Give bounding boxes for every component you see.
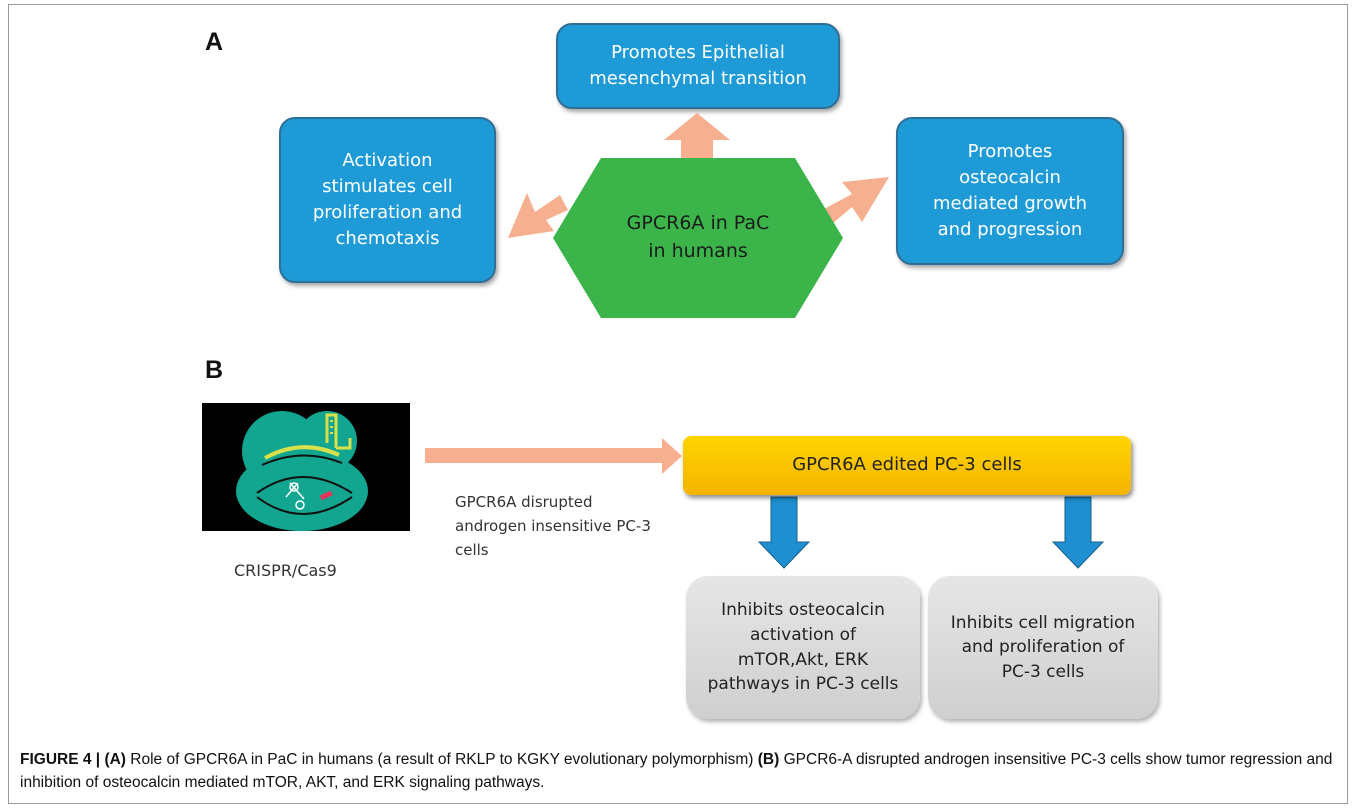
osteocalcin-text: Promotes osteocalcin mediated growth and… (933, 140, 1087, 241)
emt-text: Promotes Epithelial mesenchymal transiti… (589, 41, 807, 89)
arrow-down-left (757, 496, 811, 569)
arrow-left (508, 193, 568, 238)
caption-a-text: Role of GPCR6A in PaC in humans (a resul… (125, 751, 758, 768)
figure-frame (8, 4, 1348, 804)
gpcr6a-hexagon (553, 158, 843, 318)
edited-cells-box: GPCR6A edited PC-3 cells (683, 436, 1131, 495)
crispr-cas9-image (202, 403, 410, 531)
panel-a-label: A (205, 28, 224, 56)
osteocalcin-box: Promotes osteocalcin mediated growth and… (896, 117, 1124, 265)
edited-cells-text: GPCR6A edited PC-3 cells (792, 454, 1022, 476)
cas9-illustration (236, 411, 368, 531)
inhibits-osteocalcin-text: Inhibits osteocalcin activation of mTOR,… (707, 600, 899, 695)
arrow-up (664, 113, 730, 160)
figure-caption: FIGURE 4 | (A) Role of GPCR6A in PaC in … (20, 748, 1340, 795)
caption-b-tag: (B) (757, 751, 780, 768)
proliferation-text: Activation stimulates cell proliferation… (312, 149, 463, 250)
figure-number: FIGURE 4 | (20, 751, 101, 768)
panel-b-label: B (205, 356, 224, 384)
inhibits-osteocalcin-box: Inhibits osteocalcin activation of mTOR,… (686, 576, 920, 719)
inhibits-migration-text: Inhibits cell migration and proliferatio… (950, 612, 1136, 682)
caption-b-text: GPCR6-A disrupted androgen insensitive P… (20, 751, 1333, 792)
arrow-right (822, 177, 889, 224)
crispr-label: CRISPR/Cas9 (234, 561, 337, 580)
arrow-crispr-to-cells (425, 438, 682, 474)
proliferation-box: Activation stimulates cell proliferation… (279, 117, 496, 283)
arrow-down-right (1051, 496, 1105, 569)
hexagon-label-box: GPCR6A in PaC in humans (553, 158, 843, 318)
caption-a-tag: (A) (104, 751, 126, 768)
disrupted-cells-label: GPCR6A disrupted androgen insensitive PC… (455, 493, 651, 559)
inhibits-migration-box: Inhibits cell migration and proliferatio… (928, 576, 1158, 719)
hexagon-text: GPCR6A in PaC in humans (626, 212, 770, 262)
emt-box: Promotes Epithelial mesenchymal transiti… (556, 23, 840, 109)
